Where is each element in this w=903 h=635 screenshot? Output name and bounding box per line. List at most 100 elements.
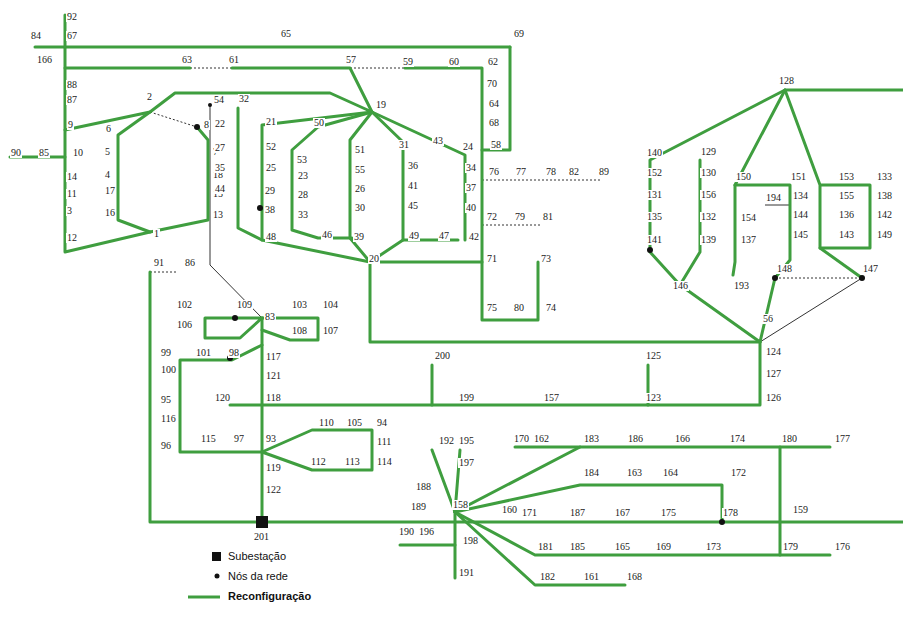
node-number: 155 (838, 191, 855, 201)
node-number: 61 (228, 55, 240, 65)
node-number: 162 (533, 434, 550, 444)
node-number: 89 (598, 167, 610, 177)
node-number: 11 (66, 189, 78, 199)
node-number: 35 (214, 163, 226, 173)
node-number: 23 (297, 171, 309, 181)
node-number: 41 (407, 181, 419, 191)
node-number: 92 (66, 12, 78, 22)
node-number: 184 (583, 468, 600, 478)
node-number: 199 (458, 393, 475, 403)
node-number: 71 (486, 254, 498, 264)
node-number: 150 (735, 172, 752, 182)
node-number: 48 (265, 232, 277, 242)
node-number: 72 (486, 212, 498, 222)
node-number: 107 (322, 326, 339, 336)
node-number: 153 (838, 172, 855, 182)
node-number: 166 (674, 434, 691, 444)
node-number: 88 (66, 80, 78, 90)
node-number: 156 (700, 190, 717, 200)
node-number: 191 (458, 568, 475, 578)
node-number: 5 (104, 147, 111, 157)
node-number: 59 (402, 57, 414, 67)
node-number: 143 (838, 230, 855, 240)
node-number: 187 (569, 508, 586, 518)
node-number: 120 (214, 393, 231, 403)
node-number: 132 (700, 212, 717, 222)
node-number: 52 (265, 142, 277, 152)
node-number: 136 (838, 210, 855, 220)
node-number: 81 (542, 212, 554, 222)
node-number: 79 (514, 212, 526, 222)
node-number: 91 (153, 258, 165, 268)
node-number: 118 (265, 393, 282, 403)
node-number: 123 (645, 393, 662, 403)
node-number: 193 (733, 281, 750, 291)
node-number: 82 (568, 167, 580, 177)
node-number: 21 (265, 117, 277, 127)
node-number: 149 (876, 230, 893, 240)
node-number: 111 (376, 437, 392, 447)
node-number: 28 (297, 190, 309, 200)
node-number: 170 (513, 434, 530, 444)
node-number: 171 (521, 508, 538, 518)
node-number: 182 (539, 572, 556, 582)
node-number: 80 (513, 303, 525, 313)
node-number: 13 (212, 210, 224, 220)
node-number: 2 (146, 92, 153, 102)
node-number: 165 (614, 542, 631, 552)
node-number: 166 (36, 55, 53, 65)
node-number: 9 (67, 120, 74, 130)
open-lines (150, 68, 862, 342)
node-number: 185 (569, 542, 586, 552)
node-number: 159 (792, 505, 809, 515)
node-number: 104 (322, 300, 339, 310)
node-number: 64 (488, 99, 500, 109)
node-number: 124 (765, 347, 782, 357)
node-number: 115 (200, 434, 217, 444)
node-number: 196 (418, 527, 435, 537)
node-number: 152 (646, 168, 663, 178)
node-number: 99 (160, 348, 172, 358)
node-number: 106 (176, 320, 193, 330)
node-number: 198 (462, 536, 479, 546)
node-number: 33 (297, 210, 309, 220)
node-number: 177 (834, 434, 851, 444)
node-number: 167 (614, 508, 631, 518)
node-number: 43 (432, 136, 444, 146)
node-number: 147 (862, 264, 879, 274)
node-number: 135 (646, 212, 663, 222)
node-number: 25 (265, 163, 277, 173)
node-number: 113 (344, 457, 361, 467)
node-number: 94 (376, 418, 388, 428)
node-number: 49 (408, 231, 420, 241)
node-number: 69 (513, 29, 525, 39)
node-number: 157 (543, 393, 560, 403)
node-number: 117 (265, 352, 282, 362)
node-number: 169 (655, 542, 672, 552)
node-number: 168 (626, 572, 643, 582)
node-number: 10 (72, 148, 84, 158)
reconfiguration-lines (10, 15, 903, 585)
node-number: 86 (184, 258, 196, 268)
node-number: 125 (645, 351, 662, 361)
node-number: 12 (66, 233, 78, 243)
node-number: 24 (462, 142, 474, 152)
node-number: 34 (465, 163, 477, 173)
node-number: 95 (160, 395, 172, 405)
node-number: 201 (253, 532, 270, 542)
node-number: 65 (280, 29, 292, 39)
node-number: 134 (792, 191, 809, 201)
node-number: 63 (181, 55, 193, 65)
node-number: 40 (465, 203, 477, 213)
node-number: 190 (398, 527, 415, 537)
node-number: 200 (434, 351, 451, 361)
node-number: 62 (487, 57, 499, 67)
node-number: 97 (233, 434, 245, 444)
node-number: 174 (729, 434, 746, 444)
node-number: 36 (407, 161, 419, 171)
node-number: 39 (353, 232, 365, 242)
node-number: 186 (627, 434, 644, 444)
node-number: 14 (66, 172, 78, 182)
node-number: 114 (376, 457, 393, 467)
